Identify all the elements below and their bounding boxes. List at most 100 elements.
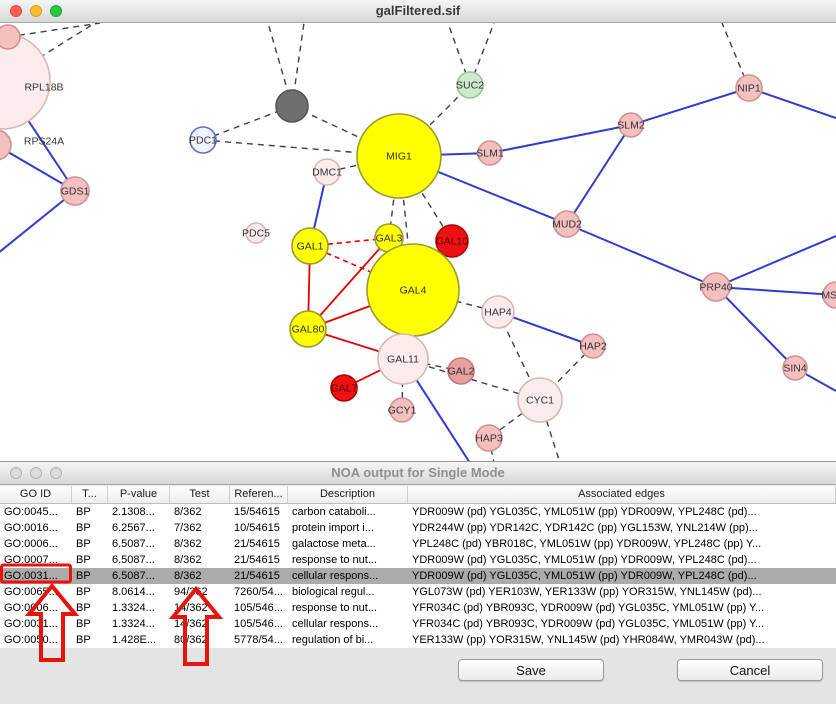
table-cell: 1.3324...: [112, 602, 155, 614]
table-cell: BP: [76, 602, 91, 614]
table-cell: BP: [76, 586, 91, 598]
minimize-button[interactable]: [30, 467, 42, 479]
graph-edge: [566, 223, 717, 288]
column-header-p-value[interactable]: P-value: [108, 486, 170, 503]
column-header-associated-edges[interactable]: Associated edges: [408, 486, 836, 503]
table-cell: cellular respons...: [292, 570, 379, 582]
table-cell: 8/362: [174, 506, 202, 518]
table-cell: galactose meta...: [292, 538, 376, 550]
graph-node-GAL1[interactable]: [291, 227, 329, 265]
graph-node-GAL4[interactable]: [366, 243, 460, 337]
graph-edge: [715, 235, 836, 288]
graph-node-MUD2[interactable]: [553, 210, 581, 238]
table-cell: 8/362: [174, 538, 202, 550]
graph-edge: [715, 286, 796, 369]
noa-window-titlebar[interactable]: NOA output for Single Mode: [0, 462, 836, 485]
graph-node-SIN4[interactable]: [782, 355, 808, 381]
table-cell: 6.5087...: [112, 570, 155, 582]
close-button[interactable]: [10, 467, 22, 479]
graph-node-MSN4[interactable]: [822, 281, 836, 309]
graph-node-GDS1[interactable]: [60, 176, 90, 206]
table-cell: YDR009W (pd) YGL035C, YML051W (pp) YDR00…: [412, 554, 757, 566]
table-cell: YGL073W (pd) YER103W, YER133W (pp) YOR31…: [412, 586, 762, 598]
table-cell: YDR244W (pp) YDR142C, YDR142C (pp) YGL15…: [412, 522, 758, 534]
network-canvas[interactable]: RPL18BRPS24AGDS1PDC1DMC1MIG1SUC2SLM1SLM2…: [0, 23, 836, 462]
graph-node-RPS24A[interactable]: [0, 129, 12, 161]
table-cell: 1.3324...: [112, 618, 155, 630]
graph-node-PDC1[interactable]: [189, 126, 217, 154]
graph-node-PDC5[interactable]: [245, 222, 267, 244]
minimize-button[interactable]: [30, 5, 42, 17]
table-cell: protein import i...: [292, 522, 374, 534]
graph-node-GAL7[interactable]: [330, 374, 358, 402]
graph-edge: [497, 311, 594, 347]
graph-node-SUC2[interactable]: [456, 71, 484, 99]
graph-node-HAP2[interactable]: [580, 333, 606, 359]
table-cell: 21/54615: [234, 538, 280, 550]
graph-edge: [630, 87, 750, 126]
table-cell: 6.2567...: [112, 522, 155, 534]
table-cell: YDR009W (pd) YGL035C, YML051W (pp) YDR00…: [412, 570, 757, 582]
table-cell: YPL248C (pd) YBR018C, YML051W (pp) YDR00…: [412, 538, 762, 550]
graph-edge: [489, 124, 632, 154]
graph-node-CYC1[interactable]: [517, 377, 563, 423]
graph-node-NIP1[interactable]: [735, 74, 763, 102]
table-cell: BP: [76, 634, 91, 646]
network-window-title: galFiltered.sif: [375, 3, 461, 18]
graph-edge: [0, 190, 76, 253]
graph-node-corner[interactable]: [0, 24, 21, 50]
column-header-go-id[interactable]: GO ID: [0, 486, 72, 503]
graph-node-SLM1[interactable]: [477, 140, 503, 166]
cancel-button[interactable]: Cancel: [677, 659, 823, 681]
zoom-button[interactable]: [50, 5, 62, 17]
table-cell: YFR034C (pd) YBR093C, YDR009W (pd) YGL03…: [412, 618, 765, 630]
close-button[interactable]: [10, 5, 22, 17]
save-button[interactable]: Save: [458, 659, 604, 681]
table-cell: GO:0016...: [4, 522, 58, 534]
graph-node-GAL11[interactable]: [377, 333, 429, 385]
table-cell: 14/362: [174, 602, 208, 614]
graph-node-HAP4[interactable]: [481, 295, 515, 329]
graph-edge: [1, 23, 96, 82]
zoom-button[interactable]: [50, 467, 62, 479]
table-cell: 8/362: [174, 570, 202, 582]
table-cell: 8/362: [174, 554, 202, 566]
graph-node-DMC1[interactable]: [313, 158, 341, 186]
column-header-referen-[interactable]: Referen...: [230, 486, 288, 503]
graph-node-GAL80[interactable]: [289, 310, 327, 348]
network-window-titlebar[interactable]: galFiltered.sif: [0, 0, 836, 23]
table-cell: regulation of bi...: [292, 634, 374, 646]
graph-node-gray1[interactable]: [275, 89, 309, 123]
graph-node-SLM2[interactable]: [618, 112, 644, 138]
column-header-test[interactable]: Test: [170, 486, 230, 503]
graph-node-PRP40[interactable]: [701, 272, 731, 302]
graph-node-HAP3[interactable]: [475, 424, 503, 452]
column-header-description[interactable]: Description: [288, 486, 408, 503]
table-cell: response to nut...: [292, 602, 377, 614]
table-cell: GO:0045...: [4, 506, 58, 518]
table-cell: 2.1308...: [112, 506, 155, 518]
graph-node-GCY1[interactable]: [389, 397, 415, 423]
column-header-t-[interactable]: T...: [72, 486, 108, 503]
table-cell: BP: [76, 522, 91, 534]
table-cell: 6.5087...: [112, 538, 155, 550]
table-cell: BP: [76, 570, 91, 582]
graph-node-GAL2[interactable]: [447, 357, 475, 385]
table-cell: YFR034C (pd) YBR093C, YDR009W (pd) YGL03…: [412, 602, 765, 614]
graph-node-GAL10[interactable]: [435, 224, 469, 258]
graph-node-MIG1[interactable]: [356, 113, 442, 199]
table-cell: response to nut...: [292, 554, 377, 566]
